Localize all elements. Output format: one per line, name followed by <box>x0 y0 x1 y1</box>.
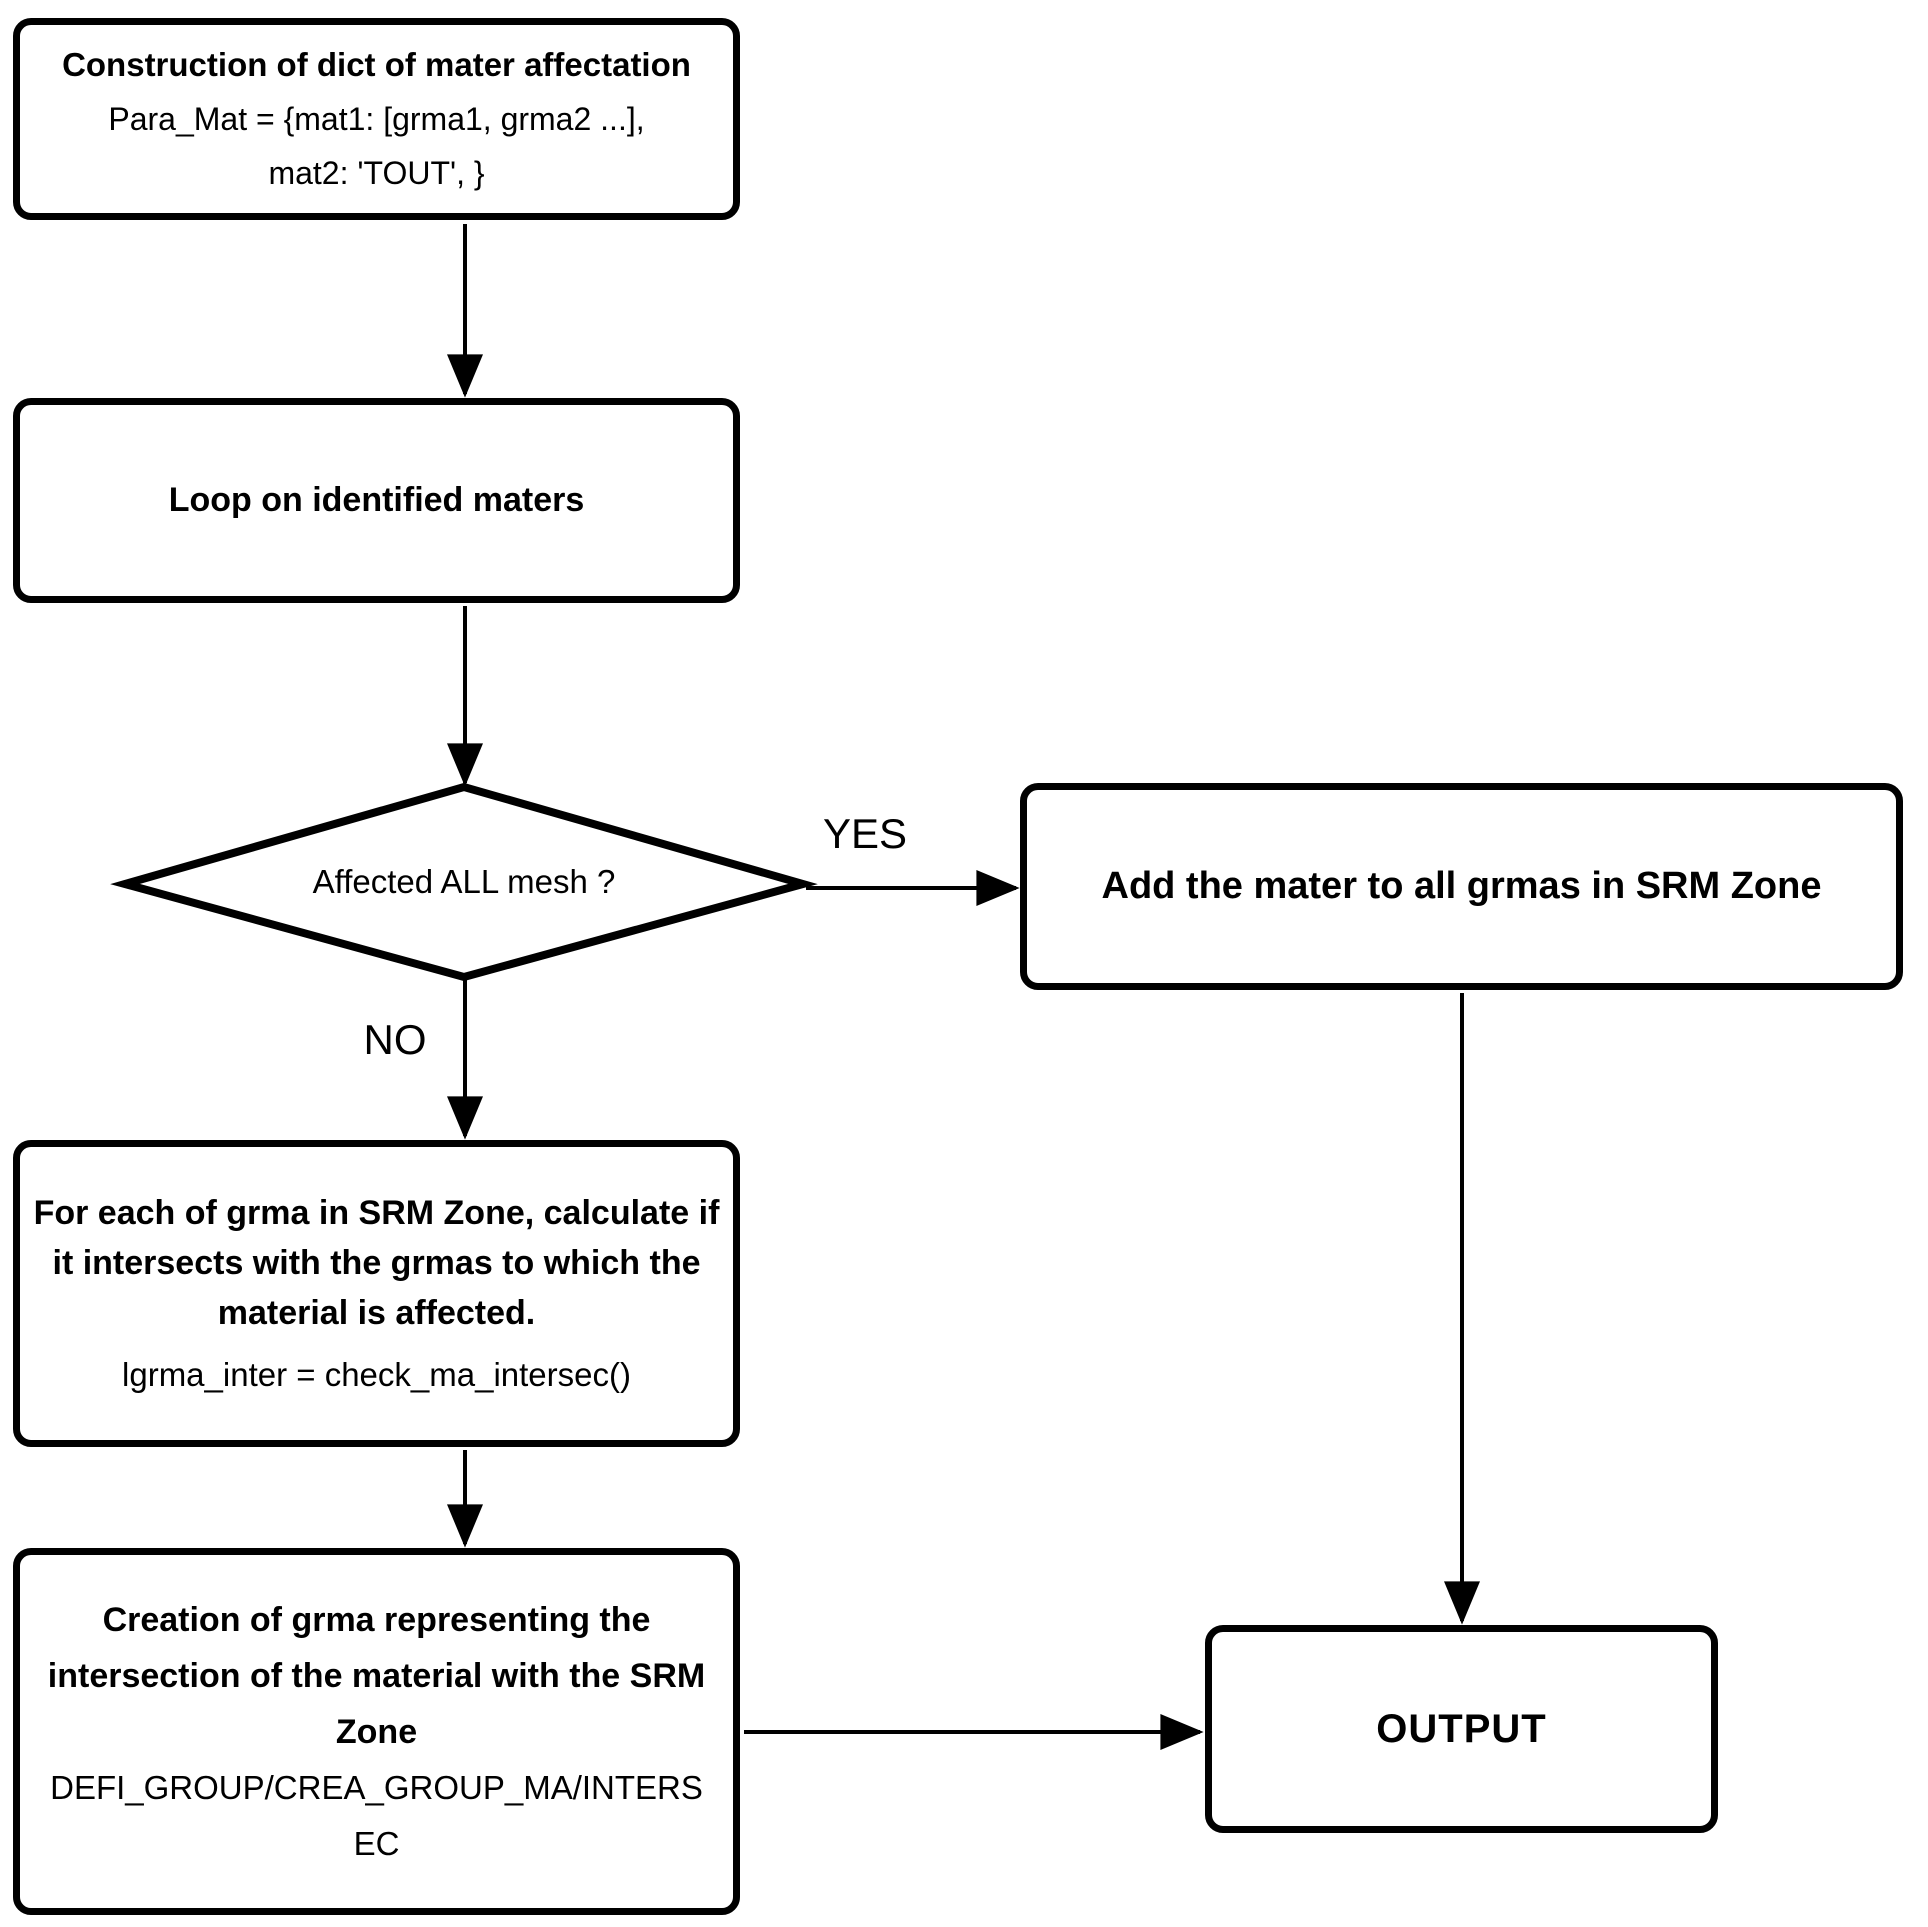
decision-diamond-shape <box>110 782 818 982</box>
node-intersect-calc: For each of grma in SRM Zone, calculate … <box>13 1140 740 1447</box>
edge-label-no: NO <box>363 1016 427 1063</box>
node-construction-code-line2: mat2: 'TOUT', } <box>268 155 485 191</box>
node-creation-code: DEFI_GROUP/CREA_GROUP_MA/INTERSEC <box>50 1768 703 1862</box>
node-construction-dict: Construction of dict of mater affectatio… <box>13 18 740 220</box>
node-output: OUTPUT <box>1205 1625 1718 1833</box>
node-creation-title: Creation of grma representing the inters… <box>47 1600 706 1751</box>
node-creation-grma: Creation of grma representing the inters… <box>13 1548 740 1915</box>
node-loop-maters: Loop on identified maters <box>13 398 740 603</box>
node-output-title: OUTPUT <box>1376 1706 1547 1751</box>
node-construction-code-line1: Para_Mat = {mat1: [grma1, grma2 ...], <box>108 101 645 137</box>
node-intersect-code: lgrma_inter = check_ma_intersec() <box>122 1355 631 1393</box>
edge-label-yes: YES <box>822 810 908 857</box>
node-add-mater-title: Add the mater to all grmas in SRM Zone <box>1101 865 1822 907</box>
decision-diamond-label: Affected ALL mesh ? <box>312 863 616 900</box>
node-add-mater: Add the mater to all grmas in SRM Zone <box>1020 783 1903 990</box>
node-loop-title: Loop on identified maters <box>168 481 585 519</box>
node-construction-title: Construction of dict of mater affectatio… <box>62 46 691 83</box>
node-intersect-title: For each of grma in SRM Zone, calculate … <box>33 1193 720 1332</box>
